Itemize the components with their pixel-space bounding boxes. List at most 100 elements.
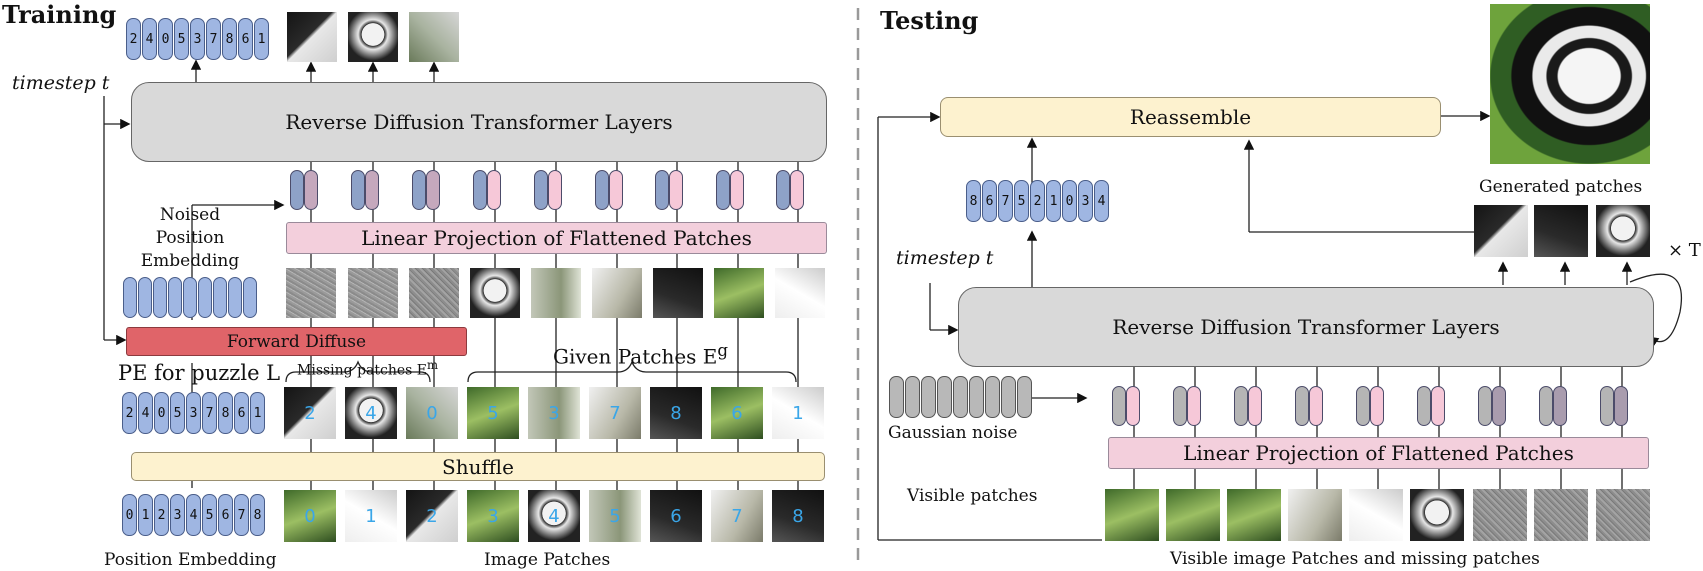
predicted-token: 8: [966, 180, 981, 222]
visible-patch: [1288, 489, 1342, 541]
output-patch-image: [409, 12, 459, 62]
testing-title: Testing: [880, 6, 979, 35]
output-token: 1: [254, 18, 269, 60]
predicted-token: 5: [1014, 180, 1029, 222]
given-patch: [714, 268, 764, 318]
shuffle-block: Shuffle: [131, 452, 825, 481]
predicted-token: 3: [1078, 180, 1093, 222]
puzzle-token: 6: [234, 392, 249, 434]
given-patch: [470, 268, 520, 318]
given-patch: [775, 268, 825, 318]
noised-pe-line: Embedding: [140, 251, 240, 271]
position-token: 6: [218, 494, 233, 536]
predicted-token: 0: [1062, 180, 1077, 222]
puzzle-token: 4: [138, 392, 153, 434]
position-token: 8: [250, 494, 265, 536]
noised-patch: [348, 268, 398, 318]
image-patch: 4: [528, 490, 580, 542]
position-token: 3: [170, 494, 185, 536]
output-token: 2: [126, 18, 141, 60]
shuffled-patch: 1: [772, 387, 824, 439]
image-patch: 5: [589, 490, 641, 542]
puzzle-token: 0: [154, 392, 169, 434]
shuffled-patch: 0: [406, 387, 458, 439]
bottom-caption: Visible image Patches and missing patche…: [1170, 549, 1540, 569]
shuffled-patch: 2: [284, 387, 336, 439]
puzzle-token: 5: [170, 392, 185, 434]
token-pair: [290, 170, 318, 210]
missing-patches-label: Missing patches Em: [297, 358, 438, 379]
reverse-diffusion-layers-training: Reverse Diffusion Transformer Layers: [131, 82, 827, 162]
predicted-sequence: 8 6 7 5 2 1 0 3 4: [966, 180, 1110, 222]
given-patch: [592, 268, 642, 318]
token-pair: [776, 170, 804, 210]
timestep-label: timestep t: [12, 72, 110, 94]
visible-patch: [1105, 489, 1159, 541]
shuffled-patch: 3: [528, 387, 580, 439]
image-patch: 6: [650, 490, 702, 542]
predicted-token: 6: [982, 180, 997, 222]
shuffled-patch: 4: [345, 387, 397, 439]
missing-sup: m: [427, 358, 439, 372]
token-pair: [534, 170, 562, 210]
position-token: 2: [154, 494, 169, 536]
test-token-pair: [1600, 386, 1628, 426]
output-token: 8: [222, 18, 237, 60]
linear-projection-testing: Linear Projection of Flattened Patches: [1108, 437, 1649, 469]
times-t-label: × T: [1668, 240, 1701, 261]
forward-diffuse-block: Forward Diffuse: [126, 327, 467, 356]
shuffled-patch: 7: [589, 387, 641, 439]
given-patches-label: Given Patches Eg: [553, 341, 728, 369]
generated-patches-label: Generated patches: [1479, 177, 1643, 197]
test-token-pair: [1356, 386, 1384, 426]
token-pair: [595, 170, 623, 210]
image-patches-label: Image Patches: [484, 550, 611, 570]
given-patches-text: Given Patches E: [553, 344, 718, 369]
test-token-pair: [1478, 386, 1506, 426]
test-token-pair: [1539, 386, 1567, 426]
test-token-pair: [1295, 386, 1323, 426]
test-token-pair: [1112, 386, 1140, 426]
position-token: 4: [186, 494, 201, 536]
visible-patch: [1410, 489, 1464, 541]
token-pair: [351, 170, 379, 210]
image-patch: 8: [772, 490, 824, 542]
output-token: 5: [174, 18, 189, 60]
missing-patches-text: Missing patches E: [297, 362, 428, 379]
shuffled-patch: 5: [467, 387, 519, 439]
noised-pe-sequence: [123, 277, 258, 318]
predicted-token: 1: [1046, 180, 1061, 222]
output-sequence: 2 4 0 5 3 7 8 6 1: [126, 18, 270, 60]
output-patch-image: [348, 12, 398, 62]
generated-image: [1490, 4, 1650, 164]
noised-pe-line: Noised: [159, 205, 221, 225]
output-patch-image: [287, 12, 337, 62]
generated-patch: [1534, 205, 1588, 257]
image-patch: 2: [406, 490, 458, 542]
output-token: 3: [190, 18, 205, 60]
puzzle-token: 7: [202, 392, 217, 434]
position-sequence: 0 1 2 3 4 5 6 7 8: [122, 494, 266, 536]
given-patch: [653, 268, 703, 318]
token-pair: [655, 170, 683, 210]
noised-patch: [286, 268, 336, 318]
image-patch: 1: [345, 490, 397, 542]
visible-patch: [1349, 489, 1403, 541]
reassemble-block: Reassemble: [940, 97, 1441, 137]
shuffled-patch: 8: [650, 387, 702, 439]
visible-patches-label: Visible patches: [907, 486, 1038, 506]
token-pair: [412, 170, 440, 210]
token-pair: [716, 170, 744, 210]
position-token: 0: [122, 494, 137, 536]
given-patch: [531, 268, 581, 318]
visible-patch: [1166, 489, 1220, 541]
given-sup: g: [717, 341, 729, 360]
puzzle-token: 2: [122, 392, 137, 434]
position-embedding-label: Position Embedding: [104, 550, 277, 570]
test-token-pair: [1417, 386, 1445, 426]
generated-patch: [1474, 205, 1528, 257]
missing-noise-patch: [1596, 489, 1650, 541]
output-token: 4: [142, 18, 157, 60]
generated-patch: [1596, 205, 1650, 257]
